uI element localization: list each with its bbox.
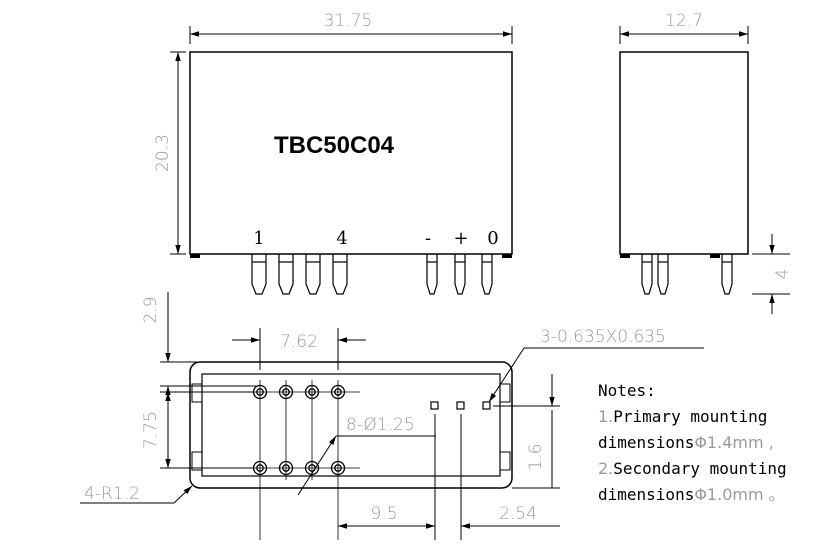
front-height-dim: 20.3	[153, 134, 173, 172]
signal-offset-dim: 1.6	[526, 443, 546, 470]
bottom-tab-bl	[191, 451, 203, 471]
front-width-dim: 31.75	[324, 11, 373, 31]
pitch-dim: 7.62	[280, 332, 318, 352]
pin-label-minus: -	[425, 228, 431, 249]
bottom-outer-outline	[189, 361, 513, 489]
notes-line-3: 2.Secondary mounting	[598, 459, 787, 478]
front-view: 31.75 20.3 TBC50C04 1 4 - + 0	[153, 11, 513, 295]
side-pins	[641, 254, 733, 295]
notes-line-4-value: Φ1.0mm 。	[694, 485, 784, 504]
hole-leader	[297, 435, 337, 496]
side-width-dim: 12.7	[665, 11, 703, 31]
front-pin-plus	[454, 254, 466, 295]
notes-line-2-value: Φ1.4mm ,	[694, 433, 773, 452]
pin-label-1: 1	[253, 228, 264, 249]
hole-dim: 8-Ø1.25	[346, 415, 415, 435]
front-body-outline	[189, 51, 513, 255]
signal-pad-2	[456, 401, 465, 410]
bottom-tab-tl	[191, 383, 203, 403]
mounting-holes	[252, 384, 346, 476]
row-spacing-dim: 7.75	[141, 411, 161, 449]
side-pinlen-dim: 4	[773, 269, 793, 280]
front-pins	[251, 254, 493, 295]
front-standoff-right	[502, 254, 512, 258]
signal-pad-1	[430, 401, 439, 410]
notes-block: Notes: 1.Primary mounting dimensionsΦ1.4…	[598, 381, 787, 504]
corner-radius-dim: 4-R1.2	[84, 484, 140, 504]
front-pin-minus	[426, 254, 438, 295]
part-number: TBC50C04	[274, 132, 395, 159]
front-pin-1	[251, 254, 267, 295]
notes-line-4: dimensionsΦ1.0mm 。	[598, 485, 785, 504]
side-pin-c	[721, 254, 733, 295]
spacing-b-dim: 2.54	[499, 504, 537, 524]
front-pin-3	[305, 254, 321, 295]
front-standoff-left	[190, 254, 200, 258]
spacing-a-dim: 9.5	[370, 504, 397, 524]
front-pin-2	[278, 254, 294, 295]
corner-radius-leader	[173, 485, 193, 504]
side-body-outline	[619, 51, 749, 255]
side-pin-b	[657, 254, 669, 295]
bottom-view: 2.9 7.62 3-0.635X0.635 1.6	[80, 292, 704, 540]
pin-label-0: 0	[487, 228, 498, 249]
notes-line-4-prefix: dimensions	[598, 485, 694, 504]
notes-heading: Notes:	[598, 381, 656, 400]
side-standoff-right	[710, 254, 720, 258]
notes-line-2: dimensionsΦ1.4mm ,	[598, 433, 774, 452]
bottom-inner-outline	[201, 373, 501, 477]
side-pin-a	[641, 254, 653, 295]
pad-leader	[488, 347, 525, 403]
front-pin-4	[332, 254, 348, 295]
side-view: 12.7 4	[619, 11, 793, 314]
bottom-tab-tr	[499, 383, 511, 403]
notes-line-1-index: 1.	[598, 407, 613, 426]
notes-line-1-text: Primary mounting	[613, 407, 767, 426]
notes-line-3-index: 2.	[598, 459, 613, 478]
bottom-offset-dim: 2.9	[141, 296, 161, 323]
front-pin-0	[481, 254, 493, 295]
notes-line-2-prefix: dimensions	[598, 433, 694, 452]
notes-line-1: 1.Primary mounting	[598, 407, 767, 426]
bottom-tab-br	[499, 451, 511, 471]
notes-line-3-text: Secondary mounting	[613, 459, 786, 478]
hole-centerlines	[250, 380, 360, 540]
signal-pad-3	[482, 401, 491, 410]
pin-label-4: 4	[336, 228, 347, 249]
side-standoff-left	[620, 254, 630, 258]
pad-dim: 3-0.635X0.635	[540, 327, 666, 347]
pin-label-plus: +	[453, 228, 468, 249]
